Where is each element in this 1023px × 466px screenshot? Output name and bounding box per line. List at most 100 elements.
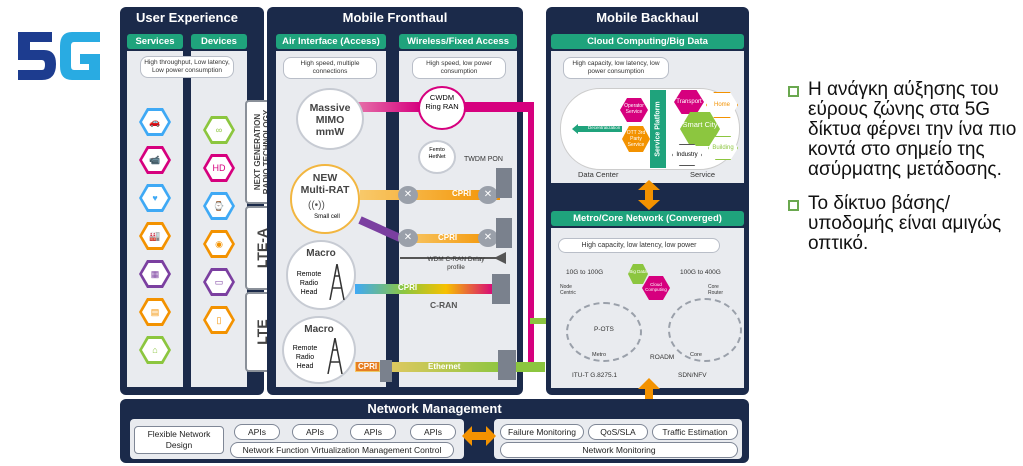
itu-label: ITU-T G.8275.1 xyxy=(572,372,618,379)
massive-mimo-label: Massive MIMO mmW xyxy=(309,102,351,138)
fronthaul-links xyxy=(355,102,552,372)
nfv-management-box: Network Function Virtualization Manageme… xyxy=(230,442,454,458)
industry-hex: Industry xyxy=(672,144,702,166)
cpri-label-3: CPRI xyxy=(398,283,418,292)
bullet-square-icon xyxy=(788,86,799,97)
big-data-hex: Big Data xyxy=(628,264,648,284)
router-icon-1: ✕ xyxy=(398,186,418,204)
bullet-text-1: Η ανάγκη αύξησης του εύρους ζώνης στα 5G… xyxy=(808,79,1017,180)
router-icon-2: ✕ xyxy=(478,186,498,204)
link-cpri-2 xyxy=(400,234,500,243)
cpri-label-1: CPRI xyxy=(452,189,472,198)
link-massive-cwdm xyxy=(358,102,420,112)
backhaul-double-arrow xyxy=(638,180,660,210)
data-center-label: Data Center xyxy=(578,170,619,179)
server-icon-1 xyxy=(496,168,512,198)
fronthaul-title: Mobile Fronthaul xyxy=(342,10,448,25)
core-router-label: Core Router xyxy=(708,284,724,296)
server-icon-2 xyxy=(496,218,512,248)
ux-desc: High throughput, Low latency, Low power … xyxy=(140,56,234,78)
wdm-cran-label: WDM C-RAN Delay profile xyxy=(427,256,485,271)
mgmt-horizontal-arrow xyxy=(462,426,496,446)
cpri-label-4: CPRI xyxy=(356,362,380,371)
link-ethernet-end xyxy=(505,362,545,372)
g100-label: 100G to 400G xyxy=(680,269,721,276)
services-label: Services xyxy=(127,34,183,49)
cpri-label-2: CPRI xyxy=(438,233,458,242)
decentralization-arrow xyxy=(572,124,622,134)
roadm-label: ROADM xyxy=(650,354,675,361)
api-button-1[interactable]: APIs xyxy=(234,424,280,440)
new-multi-rat-label: NEW Multi-RAT xyxy=(300,172,350,196)
cloud-computing-label: Cloud Computing/Big Data xyxy=(551,34,744,49)
cran-label: C-RAN xyxy=(430,300,458,310)
ott-service-hex: OTT 3rd Party Service xyxy=(622,126,650,152)
failure-monitoring-box: Failure Monitoring xyxy=(500,424,584,440)
new-multi-rat-circle: NEW Multi-RAT ((•)) Small cell xyxy=(290,164,360,234)
sdn-nfv-label: SDN/NFV xyxy=(678,372,707,379)
macro-circle-2: Macro Remote Radio Head xyxy=(282,316,356,384)
traffic-estimation-box: Traffic Estimation xyxy=(652,424,738,440)
services-column xyxy=(127,51,183,387)
api-button-4[interactable]: APIs xyxy=(410,424,456,440)
backhaul-title: Mobile Backhaul xyxy=(596,10,699,25)
wireless-access-label: Wireless/Fixed Access xyxy=(399,34,517,49)
bullet-list: Η ανάγκη αύξησης του εύρους ζώνης στα 5G… xyxy=(788,80,1018,254)
g10-label: 10G to 100G xyxy=(566,269,604,276)
metro-label: Metro xyxy=(592,352,607,358)
router-icon-4: ✕ xyxy=(478,229,498,247)
metro-desc: High capacity, low latency, low power xyxy=(558,238,720,253)
service-platform-label: Service Platform xyxy=(654,101,662,157)
cwdm-ring-label: CWDM Ring RAN xyxy=(425,93,459,111)
5g-logo: 5G xyxy=(14,28,104,84)
macro-label-1: Macro xyxy=(306,248,336,259)
twdm-pon-label: TWDM PON xyxy=(464,156,503,163)
ethernet-label: Ethernet xyxy=(428,362,461,371)
link-cpri-1 xyxy=(360,190,500,200)
metro-ring xyxy=(566,302,642,362)
api-button-3[interactable]: APIs xyxy=(350,424,396,440)
massive-mimo-circle: Massive MIMO mmW xyxy=(296,88,364,150)
cloud-desc: High capacity, low latency, low power co… xyxy=(563,57,669,79)
user-experience-title: User Experience xyxy=(136,10,238,25)
bullet-item-1: Η ανάγκη αύξησης του εύρους ζώνης στα 5G… xyxy=(788,80,1018,180)
network-management-title: Network Management xyxy=(367,401,502,416)
qos-sla-box: QoS/SLA xyxy=(588,424,648,440)
link-to-metro xyxy=(530,318,552,324)
network-monitoring-box: Network Monitoring xyxy=(500,442,738,458)
cwdm-ring-circle: CWDM Ring RAN xyxy=(418,86,466,130)
femto-hetnet-label: Femto HetNet xyxy=(428,147,446,160)
link-ethernet xyxy=(355,362,505,372)
router-icon-3: ✕ xyxy=(398,229,418,247)
p-ots-label: P-OTS xyxy=(594,326,614,333)
remote-radio-head-label-1: Remote Radio Head xyxy=(296,271,322,296)
link-purple xyxy=(358,216,402,242)
small-cell-label: Small cell xyxy=(314,214,340,220)
transport-hex: Transport xyxy=(674,90,704,114)
bullet-text-2: Το δίκτυο βάσης/ υποδομής είναι αμιγώς ο… xyxy=(808,193,1002,254)
tower-icon-1 xyxy=(329,264,345,300)
server-icon-3 xyxy=(492,274,510,304)
devices-label: Devices xyxy=(191,34,247,49)
metro-core-label: Metro/Core Network (Converged) xyxy=(551,211,744,226)
macro-label-2: Macro xyxy=(304,324,334,335)
tower-icon-2 xyxy=(327,338,343,374)
macro-circle-1: Macro Remote Radio Head xyxy=(286,240,356,310)
bullet-square-icon xyxy=(788,200,799,211)
remote-radio-head-label-2: Remote Radio Head xyxy=(292,345,318,370)
core-label: Core xyxy=(690,352,702,358)
hd-tv-icon: HD xyxy=(203,154,235,182)
wireless-desc: High speed, low power consumption xyxy=(412,57,506,79)
server-icon-4 xyxy=(498,350,516,380)
api-button-2[interactable]: APIs xyxy=(292,424,338,440)
antenna-icon: ((•)) xyxy=(308,200,325,211)
link-vertical-magenta xyxy=(528,102,534,368)
node-centric-label: Node Centric xyxy=(560,284,576,296)
service-platform-bar: Service Platform xyxy=(650,90,666,168)
decentralization-label: Decentralization xyxy=(588,125,621,130)
link-cwdm-backhaul xyxy=(462,102,532,112)
operator-service-hex: Operator Service xyxy=(620,98,648,122)
service-label: Service xyxy=(690,170,716,179)
core-ring xyxy=(668,298,742,362)
link-cpri-3 xyxy=(355,284,495,294)
